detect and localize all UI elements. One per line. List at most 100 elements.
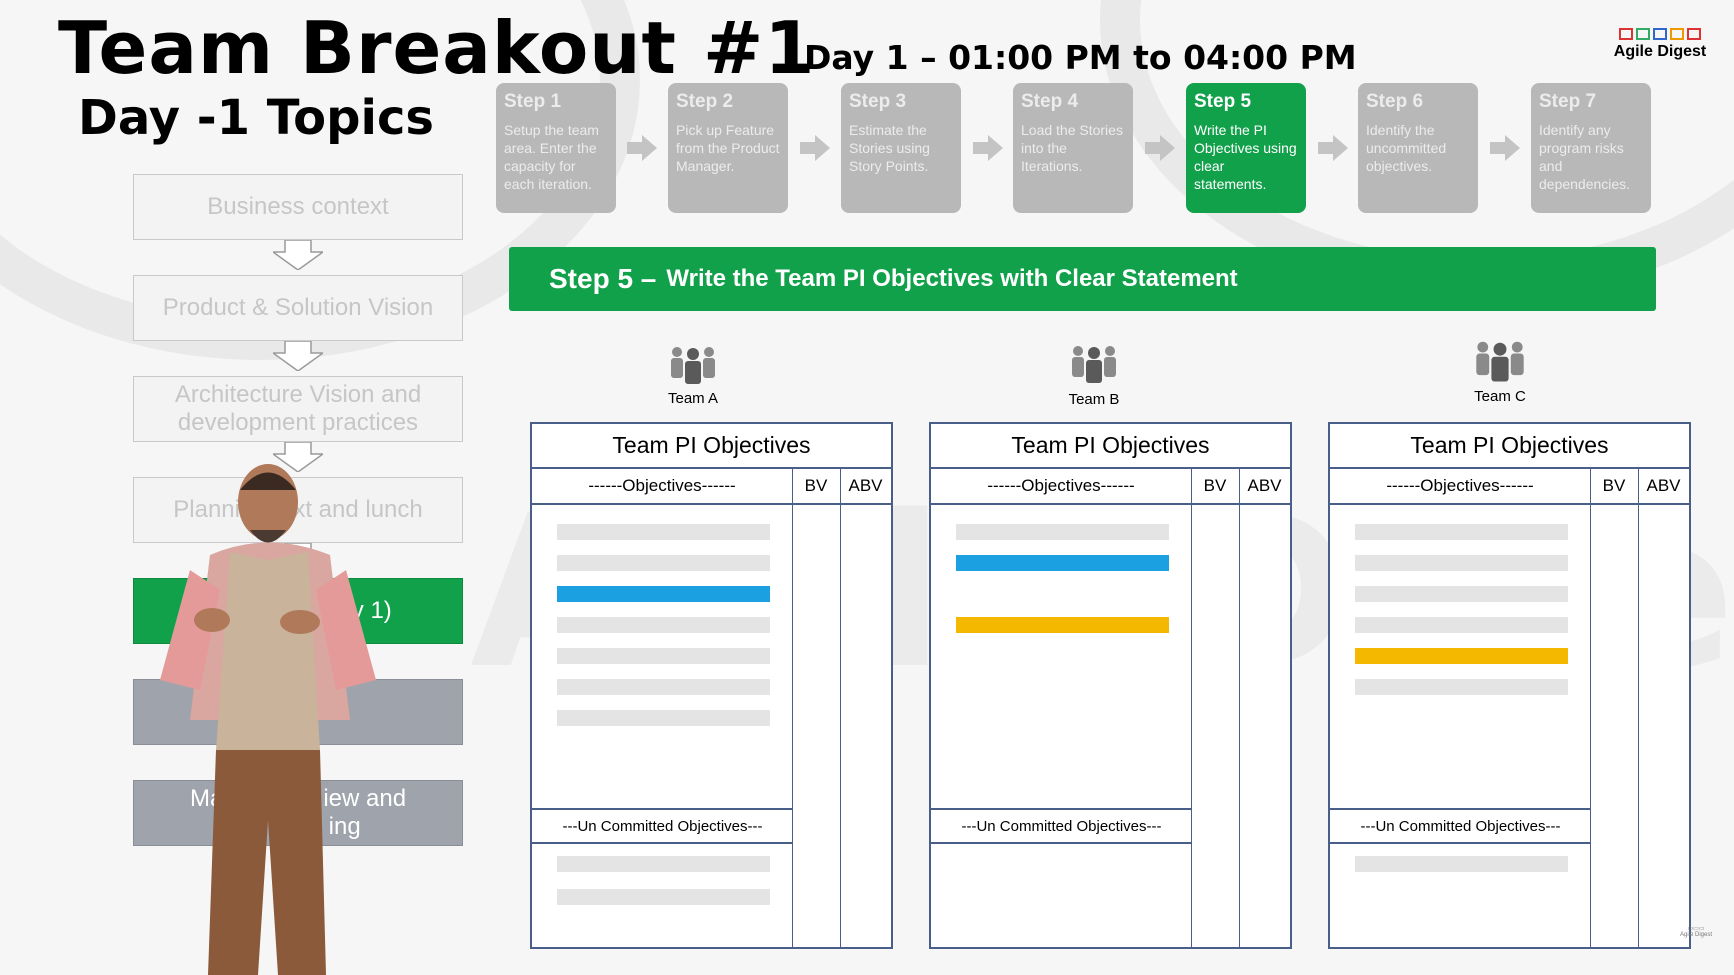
uncommitted-label: ---Un Committed Objectives--- [1360, 817, 1561, 835]
objective-highlight-bar-orange [956, 617, 1169, 633]
objective-highlight-bar-orange [1355, 648, 1568, 664]
board-header-row: ------Objectives------ BV ABV [1330, 469, 1689, 505]
step-desc: Load the Stories into the Iterations. [1021, 122, 1123, 174]
team-people-icon [1476, 341, 1524, 382]
objectives-column-header: ------Objectives------ [1386, 476, 1534, 495]
corner-logo-icon: ▭▭▭Agile Digest [1679, 926, 1712, 938]
topic-product-vision: Product & Solution Vision [133, 275, 463, 341]
presenter-video [160, 464, 376, 975]
slide-subtitle: Day -1 Topics [78, 90, 434, 146]
objective-placeholder-bar [1355, 555, 1568, 571]
objectives-column-header: ------Objectives------ [588, 476, 736, 495]
team-label: Team C [1474, 388, 1526, 405]
uncommitted-divider [1330, 808, 1591, 810]
arrow-right-icon [627, 135, 657, 161]
objective-highlight-bar-white [956, 586, 1169, 602]
arrow-right-icon [973, 135, 1003, 161]
board-header-row: ------Objectives------ BV ABV [532, 469, 891, 505]
step-title: Step 1 [504, 91, 562, 112]
column-divider [1239, 469, 1240, 947]
uncommitted-divider [532, 842, 793, 844]
team-people-icon [1072, 346, 1116, 383]
abv-column-header: ABV [1247, 476, 1282, 495]
team-a-board: Team PI Objectives ------Objectives-----… [530, 422, 893, 949]
banner-step: Step 5 – [549, 263, 657, 294]
logo-text: Agile Digest [1613, 43, 1707, 60]
uncommitted-divider [1330, 842, 1591, 844]
team-a-icon-group: Team A [653, 344, 733, 407]
column-divider [1191, 469, 1192, 947]
step-title: Step 4 [1021, 91, 1079, 112]
objective-placeholder-bar [557, 555, 770, 571]
topic-architecture-vision: Architecture Vision and development prac… [133, 376, 463, 442]
slide-time: Day 1 – 01:00 PM to 04:00 PM [804, 38, 1357, 77]
topic-label: Planni ext and lunch [173, 496, 423, 523]
team-people-icon [671, 347, 715, 384]
board-title: Team PI Objectives [931, 424, 1290, 469]
arrow-right-icon [1318, 135, 1348, 161]
step-7-box: Step 7 Identify any program risks and de… [1531, 83, 1651, 213]
board-header-row: ------Objectives------ BV ABV [931, 469, 1290, 505]
objective-placeholder-bar [557, 524, 770, 540]
topic-label: Business context [207, 193, 389, 220]
bv-column-header: BV [804, 476, 828, 495]
team-label: Team B [1068, 391, 1120, 408]
uncommitted-divider [532, 808, 793, 810]
step-desc: Estimate the Stories using Story Points. [849, 122, 930, 174]
abv-column-header: ABV [848, 476, 883, 495]
board-title: Team PI Objectives [532, 424, 891, 469]
uncommitted-placeholder-bar [557, 889, 770, 905]
step-desc: Setup the team area. Enter the capacity … [504, 122, 599, 192]
step-desc: Pick up Feature from the Product Manager… [676, 122, 780, 174]
objective-placeholder-bar [557, 679, 770, 695]
team-c-board: Team PI Objectives ------Objectives-----… [1328, 422, 1691, 949]
arrow-right-icon [1490, 135, 1520, 161]
column-divider [1590, 469, 1591, 947]
step-title: Step 2 [676, 91, 734, 112]
column-divider [1638, 469, 1639, 947]
step-4-box: Step 4 Load the Stories into the Iterati… [1013, 83, 1133, 213]
team-c-icon-group: Team C [1460, 338, 1540, 405]
abv-column-header: ABV [1646, 476, 1681, 495]
uncommitted-label: ---Un Committed Objectives--- [562, 817, 763, 835]
step-title: Step 6 [1366, 91, 1424, 112]
team-b-icon-group: Team B [1054, 341, 1134, 408]
step-banner: Step 5 – Write the Team PI Objectives wi… [509, 247, 1656, 311]
column-divider [840, 469, 841, 947]
objective-placeholder-bar [956, 524, 1169, 540]
team-b-board: Team PI Objectives ------Objectives-----… [929, 422, 1292, 949]
topic-business-context: Business context [133, 174, 463, 240]
objective-highlight-bar-blue [557, 586, 770, 602]
objective-placeholder-bar [1355, 617, 1568, 633]
topic-label: Ma iew and ing [189, 785, 407, 840]
uncommitted-divider [931, 842, 1192, 844]
objective-highlight-bar-blue [956, 555, 1169, 571]
objectives-column-header: ------Objectives------ [987, 476, 1135, 495]
arrow-down-icon [273, 442, 323, 472]
objective-placeholder-bar [1355, 586, 1568, 602]
arrow-down-icon [273, 240, 323, 270]
uncommitted-divider [931, 808, 1192, 810]
banner-text: Write the Team PI Objectives with Clear … [666, 265, 1238, 292]
step-title: Step 7 [1539, 91, 1597, 112]
step-desc: Identify any program risks and dependenc… [1539, 122, 1631, 192]
topic-label: Product & Solution Vision [162, 294, 434, 321]
step-5-box: Step 5 Write the PI Objectives using cle… [1186, 83, 1306, 213]
step-desc: Write the PI Objectives using clear stat… [1194, 122, 1297, 192]
step-title: Step 5 [1194, 91, 1252, 112]
bv-column-header: BV [1203, 476, 1227, 495]
objective-placeholder-bar [557, 710, 770, 726]
step-3-box: Step 3 Estimate the Stories using Story … [841, 83, 961, 213]
objective-placeholder-bar [1355, 679, 1568, 695]
arrow-right-icon [1145, 135, 1175, 161]
logo-blocks-icon [1600, 28, 1720, 40]
arrow-down-icon [273, 341, 323, 371]
step-1-box: Step 1 Setup the team area. Enter the ca… [496, 83, 616, 213]
step-2-box: Step 2 Pick up Feature from the Product … [668, 83, 788, 213]
uncommitted-label: ---Un Committed Objectives--- [961, 817, 1162, 835]
uncommitted-placeholder-bar [1355, 856, 1568, 872]
bv-column-header: BV [1602, 476, 1626, 495]
step-6-box: Step 6 Identify the uncommitted objectiv… [1358, 83, 1478, 213]
step-desc: Identify the uncommitted objectives. [1366, 122, 1447, 174]
slide-title: Team Breakout #1 [58, 6, 816, 90]
